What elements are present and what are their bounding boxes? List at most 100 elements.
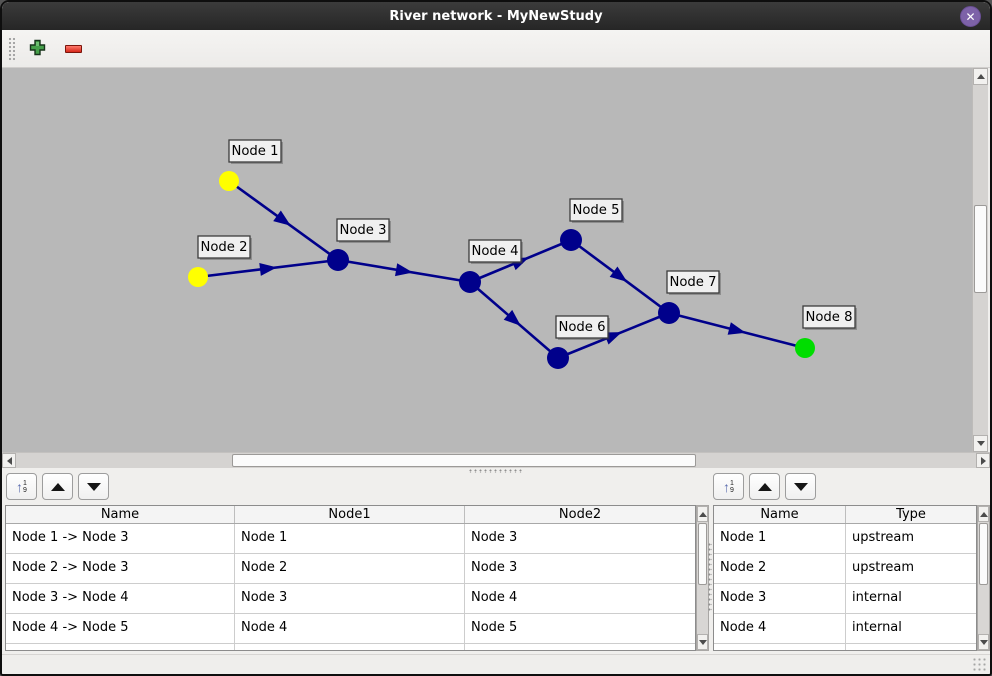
move-down-button[interactable] [785, 473, 816, 500]
table-cell[interactable]: Node 4 [235, 614, 465, 643]
sort-button[interactable]: ↑ 1 9 [6, 473, 37, 500]
column-header[interactable]: Type [896, 507, 926, 522]
table-cell[interactable]: Node 3 [471, 530, 518, 545]
node-label: Node 4 [472, 244, 519, 259]
canvas-horizontal-scrollbar[interactable] [2, 452, 990, 468]
sort-icon: ↑ 1 9 [723, 478, 734, 495]
add-button[interactable] [23, 35, 51, 63]
table-cell[interactable] [846, 644, 976, 650]
edge-arrow-icon [727, 322, 746, 335]
scroll-up-button[interactable] [973, 68, 988, 85]
horizontal-scroll-thumb[interactable] [232, 454, 696, 467]
node-label: Node 3 [340, 223, 387, 238]
triangle-up-icon [757, 482, 772, 491]
graph-node[interactable] [459, 271, 481, 293]
nodes-table-scrollbar[interactable] [977, 505, 990, 651]
vertical-scroll-thumb[interactable] [974, 205, 987, 293]
vertical-scroll-thumb[interactable] [979, 523, 988, 585]
scroll-left-button[interactable] [2, 453, 16, 468]
scroll-up-button[interactable] [978, 506, 989, 522]
close-button[interactable]: ✕ [960, 6, 981, 27]
remove-button[interactable] [59, 35, 87, 63]
graph-node[interactable] [547, 347, 569, 369]
node-label-box [228, 139, 282, 163]
edge-arrow-icon [273, 210, 291, 226]
move-up-button[interactable] [42, 473, 73, 500]
window-title: River network - MyNewStudy [389, 8, 603, 24]
graph-node[interactable] [188, 267, 208, 287]
table-cell[interactable]: internal [852, 620, 902, 635]
table-cell[interactable] [235, 644, 465, 650]
scroll-down-button[interactable] [978, 634, 989, 650]
sort-icon: ↑ 1 9 [16, 478, 27, 495]
node-label-box [802, 305, 856, 329]
arrow-down-icon [698, 639, 707, 645]
column-header[interactable]: Name [714, 506, 846, 523]
arrow-up-icon [979, 511, 988, 517]
table-cell[interactable]: Node 4 -> Node 5 [6, 614, 235, 643]
plus-icon [29, 39, 46, 59]
arrow-up-icon [976, 74, 985, 79]
table-row[interactable] [6, 644, 695, 650]
table-cell[interactable]: Node 4 [714, 614, 846, 643]
node-label-box [569, 198, 623, 222]
table-cell[interactable]: Node 3 [471, 560, 518, 575]
table-cell[interactable] [465, 644, 695, 650]
table-cell[interactable]: Node 3 [235, 584, 465, 613]
column-header[interactable]: Node1 [235, 506, 465, 523]
panel-splitter-handle[interactable] [708, 542, 712, 612]
splitter-handle[interactable] [468, 469, 524, 473]
table-cell[interactable]: Node 3 [714, 584, 846, 613]
vertical-scroll-thumb[interactable] [698, 523, 707, 585]
scroll-down-button[interactable] [973, 435, 988, 452]
table-cell[interactable]: Node 2 [235, 554, 465, 583]
table-cell[interactable]: Node 1 [235, 524, 465, 553]
graph-node[interactable] [327, 249, 349, 271]
graph-node[interactable] [658, 302, 680, 324]
graph-node[interactable] [795, 338, 815, 358]
column-header[interactable]: Node2 [558, 507, 602, 522]
table-row[interactable] [714, 644, 976, 650]
canvas-vertical-scrollbar[interactable] [972, 68, 988, 452]
table-row[interactable]: Node 4 internal [714, 614, 976, 644]
move-down-button[interactable] [78, 473, 109, 500]
graph-node[interactable] [560, 229, 582, 251]
table-cell[interactable]: Node 1 -> Node 3 [6, 524, 235, 553]
scroll-down-button[interactable] [697, 634, 708, 650]
table-row[interactable]: Node 1 upstream [714, 524, 976, 554]
table-cell[interactable]: Node 1 [714, 524, 846, 553]
node-label-box [468, 239, 522, 263]
resize-grip[interactable] [972, 657, 986, 671]
scroll-right-button[interactable] [976, 453, 990, 468]
titlebar[interactable]: River network - MyNewStudy ✕ [2, 2, 990, 30]
sort-button[interactable]: ↑ 1 9 [713, 473, 744, 500]
table-cell[interactable]: internal [852, 590, 902, 605]
table-cell[interactable]: upstream [852, 560, 915, 575]
table-row[interactable]: Node 2 upstream [714, 554, 976, 584]
arrow-down-icon [979, 639, 988, 645]
toolbar-drag-handle[interactable] [7, 35, 15, 62]
table-cell[interactable]: Node 2 [714, 554, 846, 583]
edge-arrow-icon [395, 263, 413, 277]
table-cell[interactable]: Node 4 [471, 590, 518, 605]
table-row[interactable]: Node 3 internal [714, 584, 976, 614]
graph-node[interactable] [219, 171, 239, 191]
table-cell[interactable] [6, 644, 235, 650]
table-cell[interactable] [714, 644, 846, 650]
scroll-up-button[interactable] [697, 506, 708, 522]
table-cell[interactable]: Node 3 -> Node 4 [6, 584, 235, 613]
table-cell[interactable]: Node 2 -> Node 3 [6, 554, 235, 583]
table-cell[interactable]: Node 5 [471, 620, 518, 635]
column-header[interactable]: Name [6, 506, 235, 523]
table-cell[interactable]: upstream [852, 530, 915, 545]
move-up-button[interactable] [749, 473, 780, 500]
